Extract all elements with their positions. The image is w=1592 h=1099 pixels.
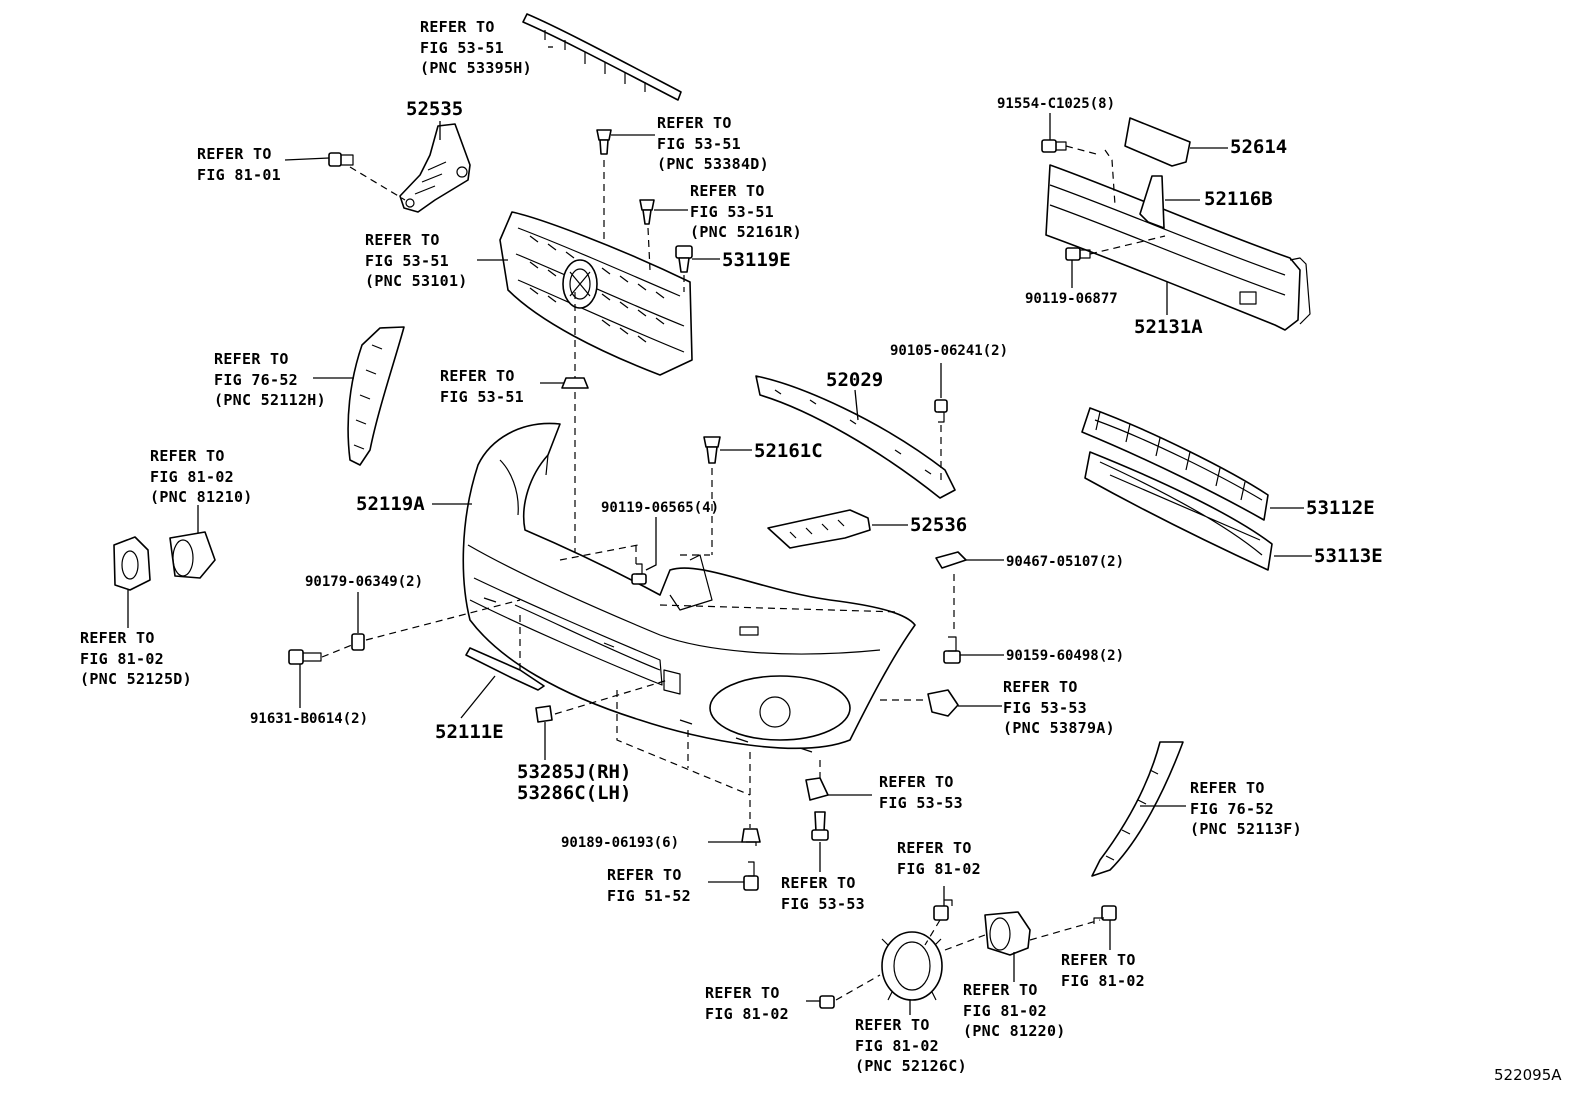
fastener-90119-06877: 90119-06877 bbox=[1025, 291, 1118, 307]
fastener-91554-c1025: 91554-C1025(8) bbox=[997, 96, 1116, 112]
bolt-fig-81-01 bbox=[328, 152, 354, 167]
clip-52161c bbox=[703, 436, 721, 464]
part-52161c: 52161C bbox=[754, 440, 823, 462]
part-52111e: 52111E bbox=[435, 721, 504, 743]
callout-ref-52161r: REFER TO FIG 53-51 (PNC 52161R) bbox=[690, 182, 802, 241]
bumper-support-52029 bbox=[755, 375, 956, 499]
radiator-grille bbox=[499, 211, 693, 376]
callout-ref-53-53-b: REFER TO FIG 53-53 bbox=[781, 874, 865, 913]
sensor-53879a bbox=[927, 689, 959, 717]
callout-ref-53101: REFER TO FIG 53-51 (PNC 53101) bbox=[365, 231, 468, 290]
clip-fog-bracket bbox=[819, 995, 835, 1009]
clip-53384d bbox=[596, 129, 612, 155]
callout-ref-52112h: REFER TO FIG 76-52 (PNC 52112H) bbox=[214, 350, 326, 409]
callout-ref-53384d: REFER TO FIG 53-51 (PNC 53384D) bbox=[657, 114, 769, 173]
bolt-fog-right-b bbox=[1093, 905, 1117, 924]
callout-ref-81210: REFER TO FIG 81-02 (PNC 81210) bbox=[150, 447, 253, 506]
bumper-reinforcement bbox=[1045, 164, 1311, 331]
fender-liner-right bbox=[1091, 741, 1184, 877]
part-52029: 52029 bbox=[826, 369, 884, 391]
bolt-91631-b0614 bbox=[288, 649, 322, 665]
callout-ref-52126c: REFER TO FIG 81-02 (PNC 52126C) bbox=[855, 1016, 967, 1075]
callout-ref-53395h: REFER TO FIG 53-51 (PNC 53395H) bbox=[420, 18, 532, 77]
bracket-52614 bbox=[1124, 117, 1191, 167]
callout-ref-81-02-b: REFER TO FIG 81-02 bbox=[1061, 951, 1145, 990]
clip-fig-53-53 bbox=[805, 777, 829, 801]
grille-molding-strip bbox=[522, 13, 682, 101]
callout-ref-53879a: REFER TO FIG 53-53 (PNC 53879A) bbox=[1003, 678, 1115, 737]
fastener-91631-b0614: 91631-B0614(2) bbox=[250, 711, 369, 727]
callout-ref-52113f: REFER TO FIG 76-52 (PNC 52113F) bbox=[1190, 779, 1302, 838]
part-52535: 52535 bbox=[406, 98, 464, 120]
bumper-cover bbox=[462, 422, 916, 753]
part-53285j: 53285J(RH) bbox=[517, 761, 632, 783]
part-53286c: 53286C(LH) bbox=[517, 782, 632, 804]
fender-liner-left bbox=[347, 326, 405, 466]
bolt-fog-right-a bbox=[933, 899, 953, 921]
fastener-90119-06565: 90119-06565(4) bbox=[601, 500, 720, 516]
clip-90189-06193 bbox=[741, 828, 761, 846]
bolt-90159-60498 bbox=[943, 636, 961, 664]
bracket-52535 bbox=[399, 123, 471, 213]
clip-fig-53-51 bbox=[561, 377, 589, 389]
clip-52161r bbox=[639, 199, 655, 225]
bolt-fig-51-52 bbox=[743, 861, 759, 891]
part-52536: 52536 bbox=[910, 514, 968, 536]
part-52119a: 52119A bbox=[356, 493, 425, 515]
tow-hook-cover bbox=[535, 705, 553, 723]
lower-grille-53113e bbox=[1084, 451, 1273, 571]
part-53113e: 53113E bbox=[1314, 545, 1383, 567]
part-53112e: 53112E bbox=[1306, 497, 1375, 519]
fog-lamp-bezel-right bbox=[881, 931, 943, 1001]
screw-90119-06565 bbox=[631, 563, 647, 585]
bolt-90119-06877 bbox=[1065, 247, 1091, 261]
fog-lamp-right bbox=[984, 911, 1031, 956]
callout-ref-81-02-c: REFER TO FIG 81-02 bbox=[705, 984, 789, 1023]
part-52131a: 52131A bbox=[1134, 316, 1203, 338]
callout-ref-81-02-a: REFER TO FIG 81-02 bbox=[897, 839, 981, 878]
diagram-id: 522095A bbox=[1494, 1066, 1562, 1084]
bolt-90105-06241 bbox=[934, 399, 948, 423]
callout-ref-52125d: REFER TO FIG 81-02 (PNC 52125D) bbox=[80, 629, 192, 688]
fastener-90467-05107: 90467-05107(2) bbox=[1006, 554, 1125, 570]
fog-lamp-left bbox=[169, 531, 216, 579]
part-53119e: 53119E bbox=[722, 249, 791, 271]
lower-grille-53112e bbox=[1081, 407, 1269, 521]
fastener-90179-06349: 90179-06349(2) bbox=[305, 574, 424, 590]
fastener-90189-06193: 90189-06193(6) bbox=[561, 835, 680, 851]
clip-53119e bbox=[675, 245, 693, 273]
callout-ref-81-01: REFER TO FIG 81-01 bbox=[197, 145, 281, 184]
part-52614: 52614 bbox=[1230, 136, 1288, 158]
bolt-91554-c1025 bbox=[1041, 139, 1067, 153]
fastener-90105-06241: 90105-06241(2) bbox=[890, 343, 1009, 359]
clip-90179-06349 bbox=[351, 633, 365, 651]
callout-ref-81220: REFER TO FIG 81-02 (PNC 81220) bbox=[963, 981, 1066, 1040]
clip-90467-05107 bbox=[935, 551, 967, 569]
callout-ref-53-53-a: REFER TO FIG 53-53 bbox=[879, 773, 963, 812]
callout-ref-51-52: REFER TO FIG 51-52 bbox=[607, 866, 691, 905]
fastener-90159-60498: 90159-60498(2) bbox=[1006, 648, 1125, 664]
bracket-52536 bbox=[767, 509, 871, 549]
fog-lamp-bracket-left bbox=[113, 536, 151, 591]
bolt-fig-53-53 bbox=[811, 811, 829, 841]
part-52116b: 52116B bbox=[1204, 188, 1273, 210]
callout-ref-53-51-clip: REFER TO FIG 53-51 bbox=[440, 367, 524, 406]
bracket-52116b bbox=[1139, 175, 1165, 229]
